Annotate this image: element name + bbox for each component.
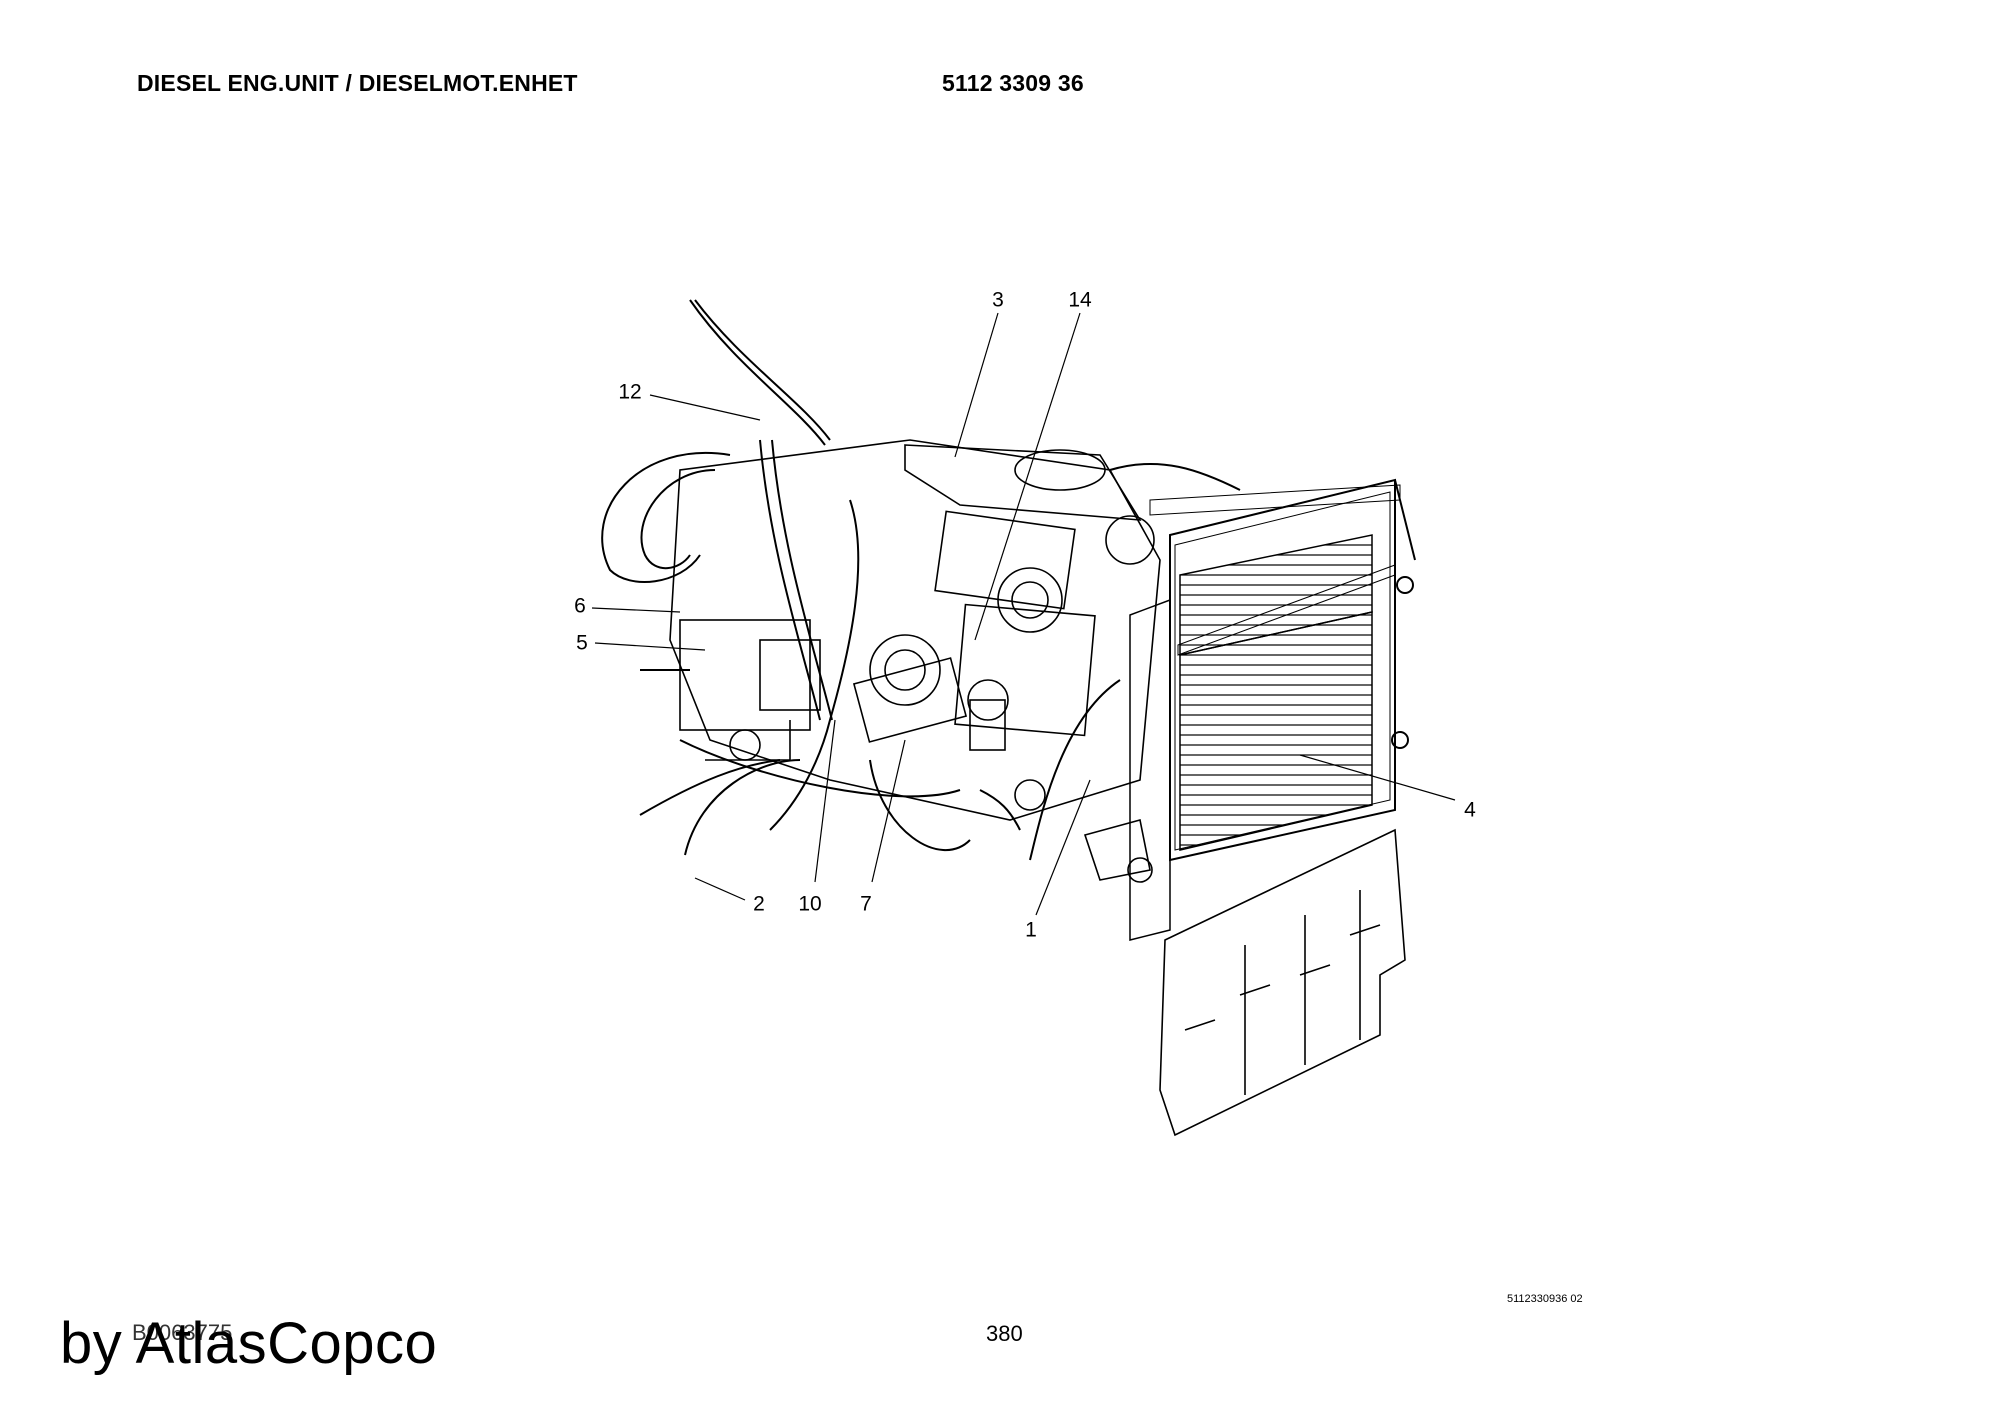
callout-14: 14 — [1068, 288, 1092, 312]
document-title: DIESEL ENG.UNIT / DIESELMOT.ENHET — [137, 70, 578, 96]
callout-12: 12 — [618, 380, 642, 404]
brand-watermark: by AtlasCopco — [60, 1311, 438, 1376]
callout-6: 6 — [574, 594, 586, 618]
callout-3: 3 — [992, 288, 1004, 312]
part-number: 5112 3309 36 — [942, 70, 1084, 96]
radiator-lower-guard — [1159, 828, 1406, 1137]
page-number: 380 — [986, 1321, 1023, 1346]
callout-1: 1 — [1025, 918, 1037, 942]
callout-2: 2 — [753, 892, 765, 916]
document-id: B0063775 — [132, 1320, 233, 1345]
callout-4: 4 — [1464, 798, 1476, 822]
callout-5: 5 — [576, 631, 588, 655]
hoses — [601, 299, 1241, 861]
leader-lines — [591, 312, 1456, 916]
engine-block — [669, 439, 1161, 883]
radiator-assembly — [1129, 478, 1416, 941]
callout-7: 7 — [860, 892, 872, 916]
callout-10: 10 — [798, 892, 822, 916]
drawing-reference-code: 5112330936 02 — [1507, 1293, 1583, 1305]
